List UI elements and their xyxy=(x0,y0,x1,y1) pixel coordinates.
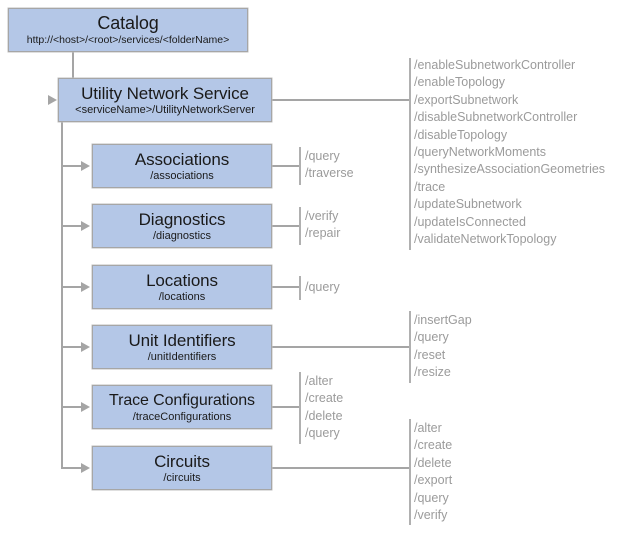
operations-list-utility-network-service: /enableSubnetworkController/enableTopolo… xyxy=(414,57,605,248)
node-unit-identifiers-path: /unitIdentifiers xyxy=(147,350,217,363)
operation-item: /disableTopology xyxy=(414,127,508,142)
operation-item: /enableTopology xyxy=(414,75,506,90)
operation-item: /query xyxy=(414,330,449,345)
node-trace-configurations-title: Trace Configurations xyxy=(109,391,255,409)
arrow-uns-to-unit-identifiers xyxy=(81,342,90,352)
connector-unit-identifiers-to-operations xyxy=(272,346,410,348)
operations-list-trace-configurations: /alter/create/delete/query xyxy=(305,373,343,443)
operation-item: /query xyxy=(414,490,449,505)
operation-item: /delete xyxy=(414,455,452,470)
node-locations-path: /locations xyxy=(158,290,206,303)
connector-trace-configurations-to-operations xyxy=(272,406,300,408)
operation-item: /verify xyxy=(305,209,339,223)
operation-item: /query xyxy=(305,149,340,163)
connector-diagnostics-to-operations xyxy=(272,225,300,227)
connector-locations-to-operations xyxy=(272,286,300,288)
node-catalog-title: Catalog xyxy=(97,12,159,33)
node-associations-path: /associations xyxy=(150,169,214,182)
connector-associations-to-operations xyxy=(272,165,300,167)
node-unit-identifiers-title: Unit Identifiers xyxy=(128,330,236,350)
operation-item: /exportSubnetwork xyxy=(414,92,519,107)
operations-list-circuits: /alter/create/delete/export/query/verify xyxy=(414,420,452,524)
operations-bar-diagnostics xyxy=(299,207,301,245)
operations-list-associations: /query/traverse xyxy=(305,148,354,183)
operations-bar-trace-configurations xyxy=(299,372,301,444)
operation-item: /queryNetworkMoments xyxy=(414,145,546,160)
operation-item: /validateNetworkTopology xyxy=(414,232,557,247)
operation-item: /create xyxy=(305,391,344,406)
operation-item: /enableSubnetworkController xyxy=(414,58,576,72)
operation-item: /repair xyxy=(305,226,341,241)
operations-list-diagnostics: /verify/repair xyxy=(305,208,340,243)
connector-uns-to-unit-identifiers xyxy=(61,346,83,348)
operations-bar-locations xyxy=(299,276,301,300)
arrow-uns-to-diagnostics xyxy=(81,221,90,231)
node-locations-title: Locations xyxy=(146,270,218,290)
connector-circuits-to-operations xyxy=(272,467,410,469)
operation-item: /create xyxy=(414,438,453,453)
node-diagnostics-title: Diagnostics xyxy=(138,209,226,229)
node-trace-configurations[interactable]: Trace Configurations /traceConfiguration… xyxy=(92,385,272,429)
node-circuits[interactable]: Circuits /circuits xyxy=(92,446,272,490)
connector-uns-to-locations xyxy=(61,286,83,288)
operations-bar-unit-identifiers xyxy=(409,311,411,383)
arrow-uns-to-locations xyxy=(81,282,90,292)
node-diagnostics[interactable]: Diagnostics /diagnostics xyxy=(92,204,272,248)
operation-item: /export xyxy=(414,473,453,488)
connector-uns-to-circuits xyxy=(61,467,83,469)
connector-uns-to-associations xyxy=(61,165,83,167)
connector-catalog-to-uns-vertical xyxy=(72,52,74,101)
node-locations[interactable]: Locations /locations xyxy=(92,265,272,309)
operation-item: /trace xyxy=(414,179,446,194)
arrow-uns-to-trace-configurations xyxy=(81,402,90,412)
arrow-catalog-to-uns xyxy=(48,95,57,105)
node-associations-title: Associations xyxy=(134,149,230,169)
operation-item: /verify xyxy=(414,508,448,523)
node-utility-network-service-title: Utility Network Service xyxy=(81,83,249,103)
node-diagnostics-path: /diagnostics xyxy=(152,229,212,242)
operations-bar-circuits xyxy=(409,419,411,525)
node-utility-network-service-path: <serviceName>/UtilityNetworkServer xyxy=(75,103,255,116)
connector-uns-to-diagnostics xyxy=(61,225,83,227)
operation-item: /updateSubnetwork xyxy=(414,197,522,212)
operation-item: /updateIsConnected xyxy=(414,214,526,229)
operation-item: /insertGap xyxy=(414,313,472,327)
operation-item: /query xyxy=(305,426,340,441)
connector-uns-to-operations xyxy=(272,99,410,101)
node-utility-network-service[interactable]: Utility Network Service <serviceName>/Ut… xyxy=(58,78,272,122)
node-unit-identifiers[interactable]: Unit Identifiers /unitIdentifiers xyxy=(92,325,272,369)
operation-item: /alter xyxy=(305,374,333,388)
operation-item: /alter xyxy=(414,421,442,435)
node-circuits-title: Circuits xyxy=(154,451,210,471)
operation-item: /traverse xyxy=(305,166,354,181)
node-catalog[interactable]: Catalog http://<host>/<root>/services/<f… xyxy=(8,8,248,52)
node-circuits-path: /circuits xyxy=(163,471,201,484)
operation-item: /reset xyxy=(414,347,446,362)
operations-list-unit-identifiers: /insertGap/query/reset/resize xyxy=(414,312,472,382)
operation-item: /resize xyxy=(414,365,451,380)
operation-item: /disableSubnetworkController xyxy=(414,110,578,125)
arrow-uns-to-circuits xyxy=(81,463,90,473)
node-catalog-path: http://<host>/<root>/services/<folderNam… xyxy=(26,33,230,46)
operations-bar-uns xyxy=(409,58,411,250)
operations-bar-associations xyxy=(299,147,301,185)
operation-item: /synthesizeAssociationGeometries xyxy=(414,162,606,177)
connector-uns-to-trace-configurations xyxy=(61,406,83,408)
operation-item: /query xyxy=(305,280,340,294)
arrow-uns-to-associations xyxy=(81,161,90,171)
node-associations[interactable]: Associations /associations xyxy=(92,144,272,188)
connector-uns-trunk xyxy=(61,122,63,469)
operations-list-locations: /query xyxy=(305,279,340,296)
operation-item: /delete xyxy=(305,408,343,423)
node-trace-configurations-path: /traceConfigurations xyxy=(132,410,232,423)
